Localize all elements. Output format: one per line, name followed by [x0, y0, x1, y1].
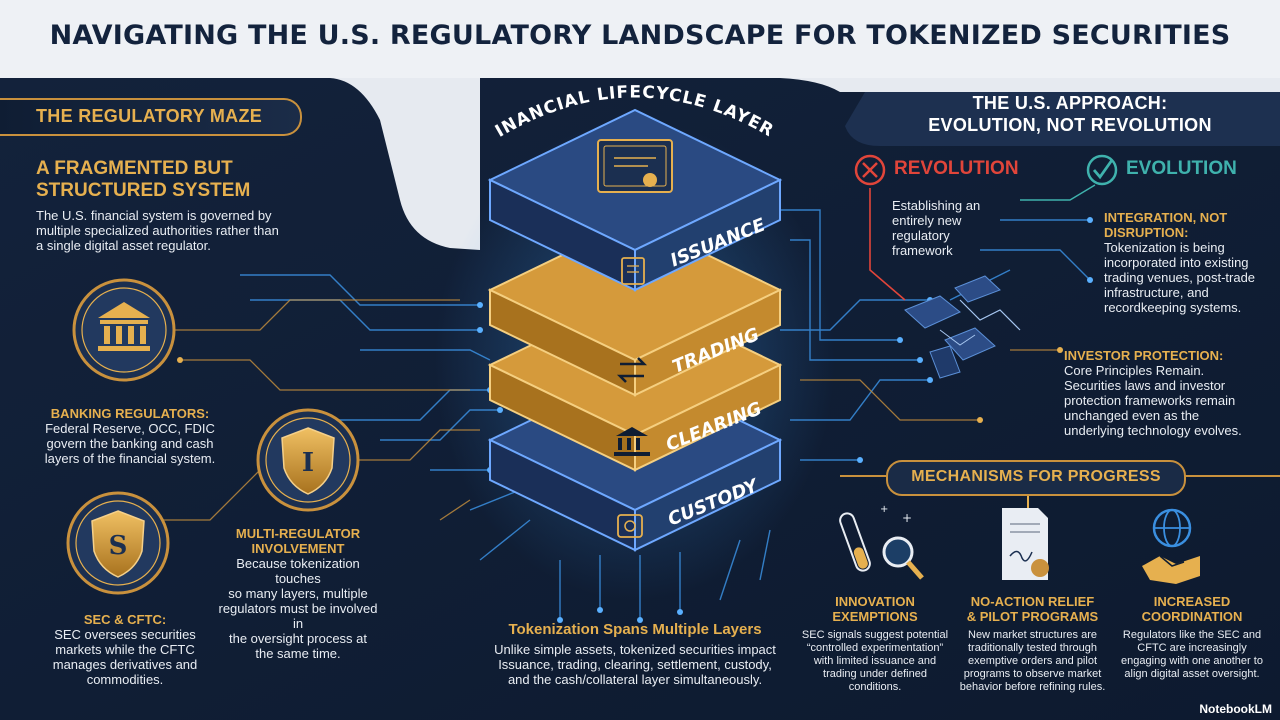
caption-line1: Unlike simple assets, tokenized securiti…	[494, 642, 776, 657]
sec-cftc-block: SEC & CFTC: SEC oversees securities mark…	[40, 612, 210, 687]
approach-heading: THE U.S. APPROACH: EVOLUTION, NOT REVOLU…	[860, 92, 1280, 136]
arc-title: FINANCIAL LIFECYCLE LAYERS	[0, 0, 777, 142]
sec-line3: manages derivatives and	[52, 657, 198, 672]
investor-line1: Core Principles Remain.	[1064, 363, 1205, 378]
revolution-line3: regulatory	[892, 228, 950, 243]
integration-block: INTEGRATION, NOT DISRUPTION: Tokenizatio…	[1104, 210, 1274, 315]
sec-line2: markets while the CFTC	[55, 642, 195, 657]
caption-line2: Issuance, trading, clearing, settlement,…	[498, 657, 772, 672]
multi-line3: regulators must be involved in	[218, 601, 378, 631]
multi-line4: the oversight process at	[228, 631, 368, 646]
coordination-line3: engaging with one another to	[1121, 655, 1263, 667]
banking-regulators-block: BANKING REGULATORS: Federal Reserve, OCC…	[30, 406, 230, 466]
approach-line1: THE U.S. APPROACH:	[972, 93, 1168, 113]
exchange-arrows-icon	[616, 357, 648, 383]
coordination-title2: COORDINATION	[1141, 609, 1243, 624]
banking-title: BANKING REGULATORS:	[50, 406, 210, 421]
document-icon	[621, 257, 645, 285]
innovation-title1: INNOVATION	[835, 594, 915, 609]
caption-line3: and the cash/collateral layer simultaneo…	[507, 672, 763, 687]
mechanisms-label: MECHANISMS FOR PROGRESS	[911, 468, 1161, 485]
integration-line3: trading venues, post-trade	[1104, 270, 1256, 285]
mechanism-no-action: NO-ACTION RELIEF & PILOT PROGRAMS New ma…	[955, 594, 1110, 694]
revolution-label: REVOLUTION	[894, 158, 1019, 179]
noaction-line4: programs to observe market	[963, 668, 1102, 680]
integration-title2: DISRUPTION:	[1104, 225, 1189, 240]
integration-line1: Tokenization is being	[1104, 240, 1225, 255]
notebooklm-watermark: NotebookLM	[1199, 702, 1272, 716]
coordination-line2: CFTC are increasingly	[1137, 642, 1247, 654]
evolution-label: EVOLUTION	[1126, 158, 1237, 179]
multi-line2: so many layers, multiple	[228, 586, 368, 601]
innovation-line4: trading under defined	[823, 668, 927, 680]
left-panel-shape	[300, 78, 480, 250]
intro-line1: The U.S. financial system is governed by	[36, 208, 272, 223]
noaction-title1: NO-ACTION RELIEF	[970, 594, 1095, 609]
noaction-line1: New market structures are	[968, 629, 1097, 641]
innovation-line2: “controlled experimentation”	[806, 642, 944, 654]
integration-title1: INTEGRATION, NOT	[1104, 210, 1228, 225]
fragmented-heading-line1: A FRAGMENTED BUT	[36, 158, 233, 179]
multi-title2: INVOLVEMENT	[251, 541, 345, 556]
sec-line4: commodities.	[86, 672, 164, 687]
investor-title: INVESTOR PROTECTION:	[1064, 348, 1224, 363]
banking-line3: layers of the financial system.	[44, 451, 216, 466]
noaction-line5: behavior before refining rules.	[959, 681, 1106, 693]
banking-line2: govern the banking and cash	[46, 436, 214, 451]
banking-line1: Federal Reserve, OCC, FDIC	[45, 421, 215, 436]
regulatory-maze-banner: THE REGULATORY MAZE	[0, 98, 302, 136]
noaction-line3: exemptive orders and pilot	[967, 655, 1097, 667]
mechanisms-banner: MECHANISMS FOR PROGRESS	[886, 460, 1186, 496]
innovation-title2: EXEMPTIONS	[832, 609, 918, 624]
multi-line1: Because tokenization touches	[236, 556, 360, 586]
investor-protection-block: INVESTOR PROTECTION: Core Principles Rem…	[1064, 348, 1274, 438]
header-bar	[0, 0, 1280, 78]
investor-line3: protection frameworks remain	[1064, 393, 1236, 408]
multi-regulator-block: MULTI-REGULATOR INVOLVEMENT Because toke…	[218, 526, 378, 661]
coordination-line4: align digital asset oversight.	[1124, 668, 1260, 680]
investor-line4: unchanged even as the	[1064, 408, 1200, 423]
page-title: NAVIGATING THE U.S. REGULATORY LANDSCAPE…	[49, 20, 1231, 51]
certificate-icon	[597, 139, 673, 193]
noaction-line2: traditionally tested through	[967, 642, 1098, 654]
investor-line2: Securities laws and investor	[1064, 378, 1226, 393]
revolution-line4: framework	[892, 243, 953, 258]
integration-line2: incorporated into existing	[1104, 255, 1249, 270]
multi-line5: the same time.	[255, 646, 341, 661]
coordination-line1: Regulators like the SEC and	[1122, 629, 1262, 641]
sec-line1: SEC oversees securities	[54, 627, 196, 642]
tokenization-caption: Tokenization Spans Multiple Layers Unlik…	[480, 620, 790, 687]
caption-title: Tokenization Spans Multiple Layers	[508, 621, 762, 638]
regulatory-maze-label: THE REGULATORY MAZE	[36, 106, 263, 126]
sec-title: SEC & CFTC:	[83, 612, 167, 627]
intro-line3: a single digital asset regulator.	[36, 238, 211, 253]
revolution-line1: Establishing an	[892, 198, 981, 213]
approach-line2: EVOLUTION, NOT REVOLUTION	[928, 115, 1212, 135]
fragmented-heading: A FRAGMENTED BUT STRUCTURED SYSTEM	[36, 158, 250, 202]
innovation-line1: SEC signals suggest potential	[801, 629, 949, 641]
revolution-text: Establishing an entirely new regulatory …	[892, 198, 980, 258]
innovation-line5: conditions.	[848, 681, 902, 693]
multi-title1: MULTI-REGULATOR	[235, 526, 361, 541]
intro-text: The U.S. financial system is governed by…	[36, 208, 279, 253]
investor-line5: underlying technology evolves.	[1064, 423, 1242, 438]
fragmented-heading-line2: STRUCTURED SYSTEM	[36, 180, 251, 201]
broken-blocks-graphic	[904, 275, 1021, 379]
intro-line2: multiple specialized authorities rather …	[36, 223, 279, 238]
revolution-line2: entirely new	[892, 213, 962, 228]
innovation-line3: with limited issuance and	[813, 655, 937, 667]
mechanism-innovation: INNOVATION EXEMPTIONS SEC signals sugges…	[800, 594, 950, 694]
integration-line4: infrastructure, and	[1104, 285, 1209, 300]
vault-icon	[617, 514, 643, 538]
layer-issuance: ISSUANCE	[487, 108, 783, 292]
bank-building-icon	[614, 427, 650, 456]
coordination-title1: INCREASED	[1153, 594, 1231, 609]
integration-line5: recordkeeping systems.	[1104, 300, 1242, 315]
noaction-title2: & PILOT PROGRAMS	[966, 609, 1099, 624]
mechanism-coordination: INCREASED COORDINATION Regulators like t…	[1112, 594, 1272, 681]
